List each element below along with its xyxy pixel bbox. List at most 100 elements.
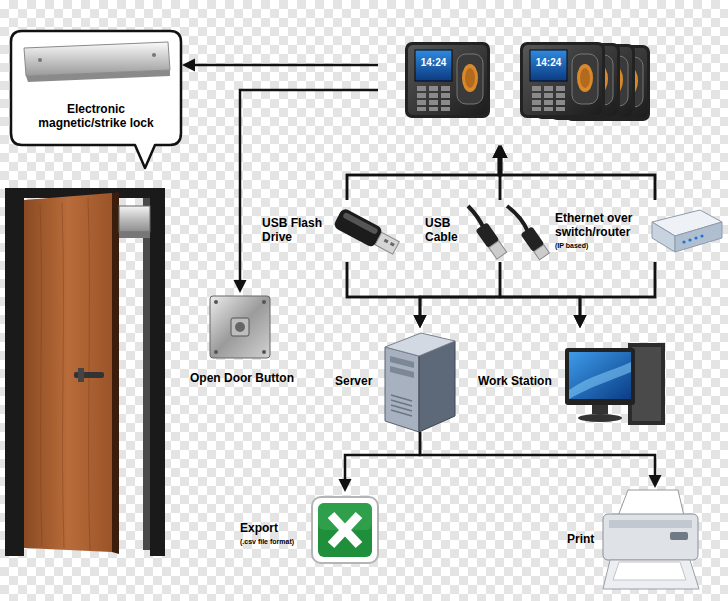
output-node: Export(.csv file format) <box>238 492 383 567</box>
door-illustration <box>119 206 150 232</box>
connector-arrow <box>574 262 656 328</box>
door-illustration <box>119 232 150 238</box>
router-icon <box>652 210 722 252</box>
workstation-computer <box>632 347 661 421</box>
arrowhead <box>574 315 587 328</box>
exit-button-plate <box>231 318 249 336</box>
workstation-computer <box>578 414 622 422</box>
usb-cable-icon <box>507 206 528 232</box>
callout-bubble: Electronic magnetic/strike lock <box>10 30 182 146</box>
arrowhead <box>182 59 195 72</box>
excel-icon <box>312 497 378 563</box>
connector-arrow <box>339 432 421 492</box>
workstation-computer <box>565 343 665 425</box>
computer-label: Server <box>335 375 372 389</box>
server-tower <box>385 347 419 432</box>
printer-icon <box>603 514 698 560</box>
door-illustration <box>78 368 84 382</box>
router-icon <box>682 240 685 243</box>
usb-cable-icon <box>475 222 507 260</box>
media-label: USB Flash Drive <box>262 217 334 245</box>
media-label: USB Cable <box>425 217 465 245</box>
usb-flash-drive-icon <box>375 232 399 254</box>
exit-button-node: Open Door Button <box>183 293 305 393</box>
usb-flash-drive-icon <box>333 207 402 257</box>
exit-button-plate <box>262 350 266 354</box>
computer-node: Server <box>333 328 458 432</box>
fingerprint-terminal-single <box>405 42 490 118</box>
exit-button-plate <box>214 300 218 304</box>
connector-arrow <box>495 145 656 200</box>
door-illustration <box>40 198 90 550</box>
connector-arrow <box>420 432 662 488</box>
connector-line <box>499 156 655 200</box>
router-icon <box>652 222 675 252</box>
server-tower <box>391 395 412 416</box>
usb-cable-icon <box>534 245 550 260</box>
usb-cable-icon <box>468 206 550 260</box>
callout-outline-part <box>38 58 42 62</box>
printer-icon <box>670 532 688 540</box>
media-note: (IP based) <box>555 242 588 250</box>
workstation-computer <box>592 405 608 414</box>
callout-outline-part <box>26 70 170 82</box>
arrowhead <box>234 280 247 293</box>
media-node: USB Cable <box>423 200 548 262</box>
connector-line <box>420 262 655 317</box>
arrowhead <box>649 475 662 488</box>
connector-line <box>345 432 420 481</box>
connector-arrow <box>234 90 379 293</box>
connector-line <box>240 90 378 282</box>
connector-arrow <box>347 262 427 328</box>
connector-arrow <box>500 262 587 328</box>
door-illustration <box>24 193 112 552</box>
printer-icon <box>603 560 699 589</box>
output-label: Print <box>567 533 594 547</box>
arrowhead <box>339 479 352 492</box>
terminal-group-node: 14:24 <box>500 38 655 145</box>
door-illustration <box>5 192 24 556</box>
connector-arrow <box>414 262 501 328</box>
computer-node: Work Station <box>476 328 668 432</box>
connector-arrow <box>347 145 506 200</box>
usb-flash-drive-icon <box>390 242 395 247</box>
connector-line <box>500 262 580 317</box>
callout-outline-part <box>152 53 156 57</box>
exit-button-plate <box>235 322 245 332</box>
door-illustration <box>5 188 165 556</box>
computer-label: Work Station <box>478 375 552 389</box>
printer-icon <box>609 520 692 528</box>
arrowhead <box>414 315 427 328</box>
connector-arrow <box>493 145 656 200</box>
workstation-computer <box>565 348 635 405</box>
fingerprint-terminal-stack <box>520 42 605 118</box>
exit-button-plate <box>210 296 270 358</box>
connector-line <box>347 156 499 200</box>
router-icon <box>688 238 691 241</box>
printer-icon <box>603 490 699 589</box>
excel-icon <box>331 515 359 545</box>
door-illustration <box>112 192 119 554</box>
callout-outline-part <box>11 31 181 168</box>
arrowhead <box>574 315 587 328</box>
connector-line <box>193 64 378 67</box>
connector-line <box>420 432 655 477</box>
screen-time: 14:24 <box>415 57 452 69</box>
exit-button-plate <box>262 300 266 304</box>
output-node: Print <box>565 488 705 593</box>
connector-line <box>580 262 655 317</box>
fingerprint-terminal-single <box>405 42 490 118</box>
connector-line <box>501 156 655 200</box>
connector-arrow <box>347 145 508 200</box>
exit-button-plate <box>214 350 218 354</box>
excel-icon <box>312 497 378 563</box>
usb-cable-icon <box>489 241 507 259</box>
exit-button-plate <box>210 296 270 358</box>
server-tower <box>385 333 455 356</box>
arrowhead <box>414 315 427 328</box>
terminal-node: 14:24 <box>378 38 500 145</box>
usb-flash-drive-icon <box>384 239 389 244</box>
connector-line <box>347 156 501 200</box>
connector-line <box>347 262 580 317</box>
callout-outline-part <box>24 42 170 76</box>
